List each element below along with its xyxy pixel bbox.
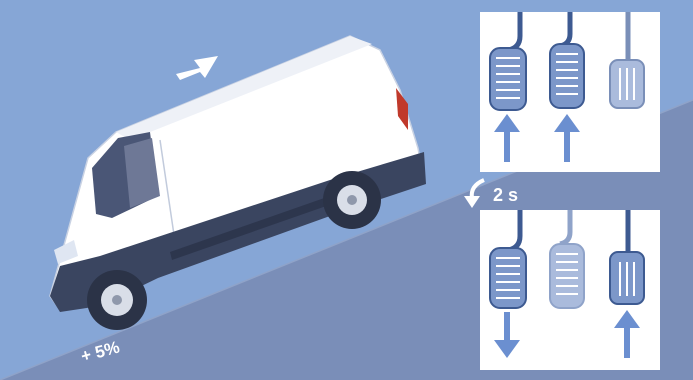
bottom-pedal-panel <box>480 210 660 370</box>
van-rear-wheel <box>323 171 381 229</box>
top-pedal-panel <box>480 12 660 172</box>
delay-label: 2 s <box>493 185 518 206</box>
van-front-wheel <box>87 270 147 330</box>
